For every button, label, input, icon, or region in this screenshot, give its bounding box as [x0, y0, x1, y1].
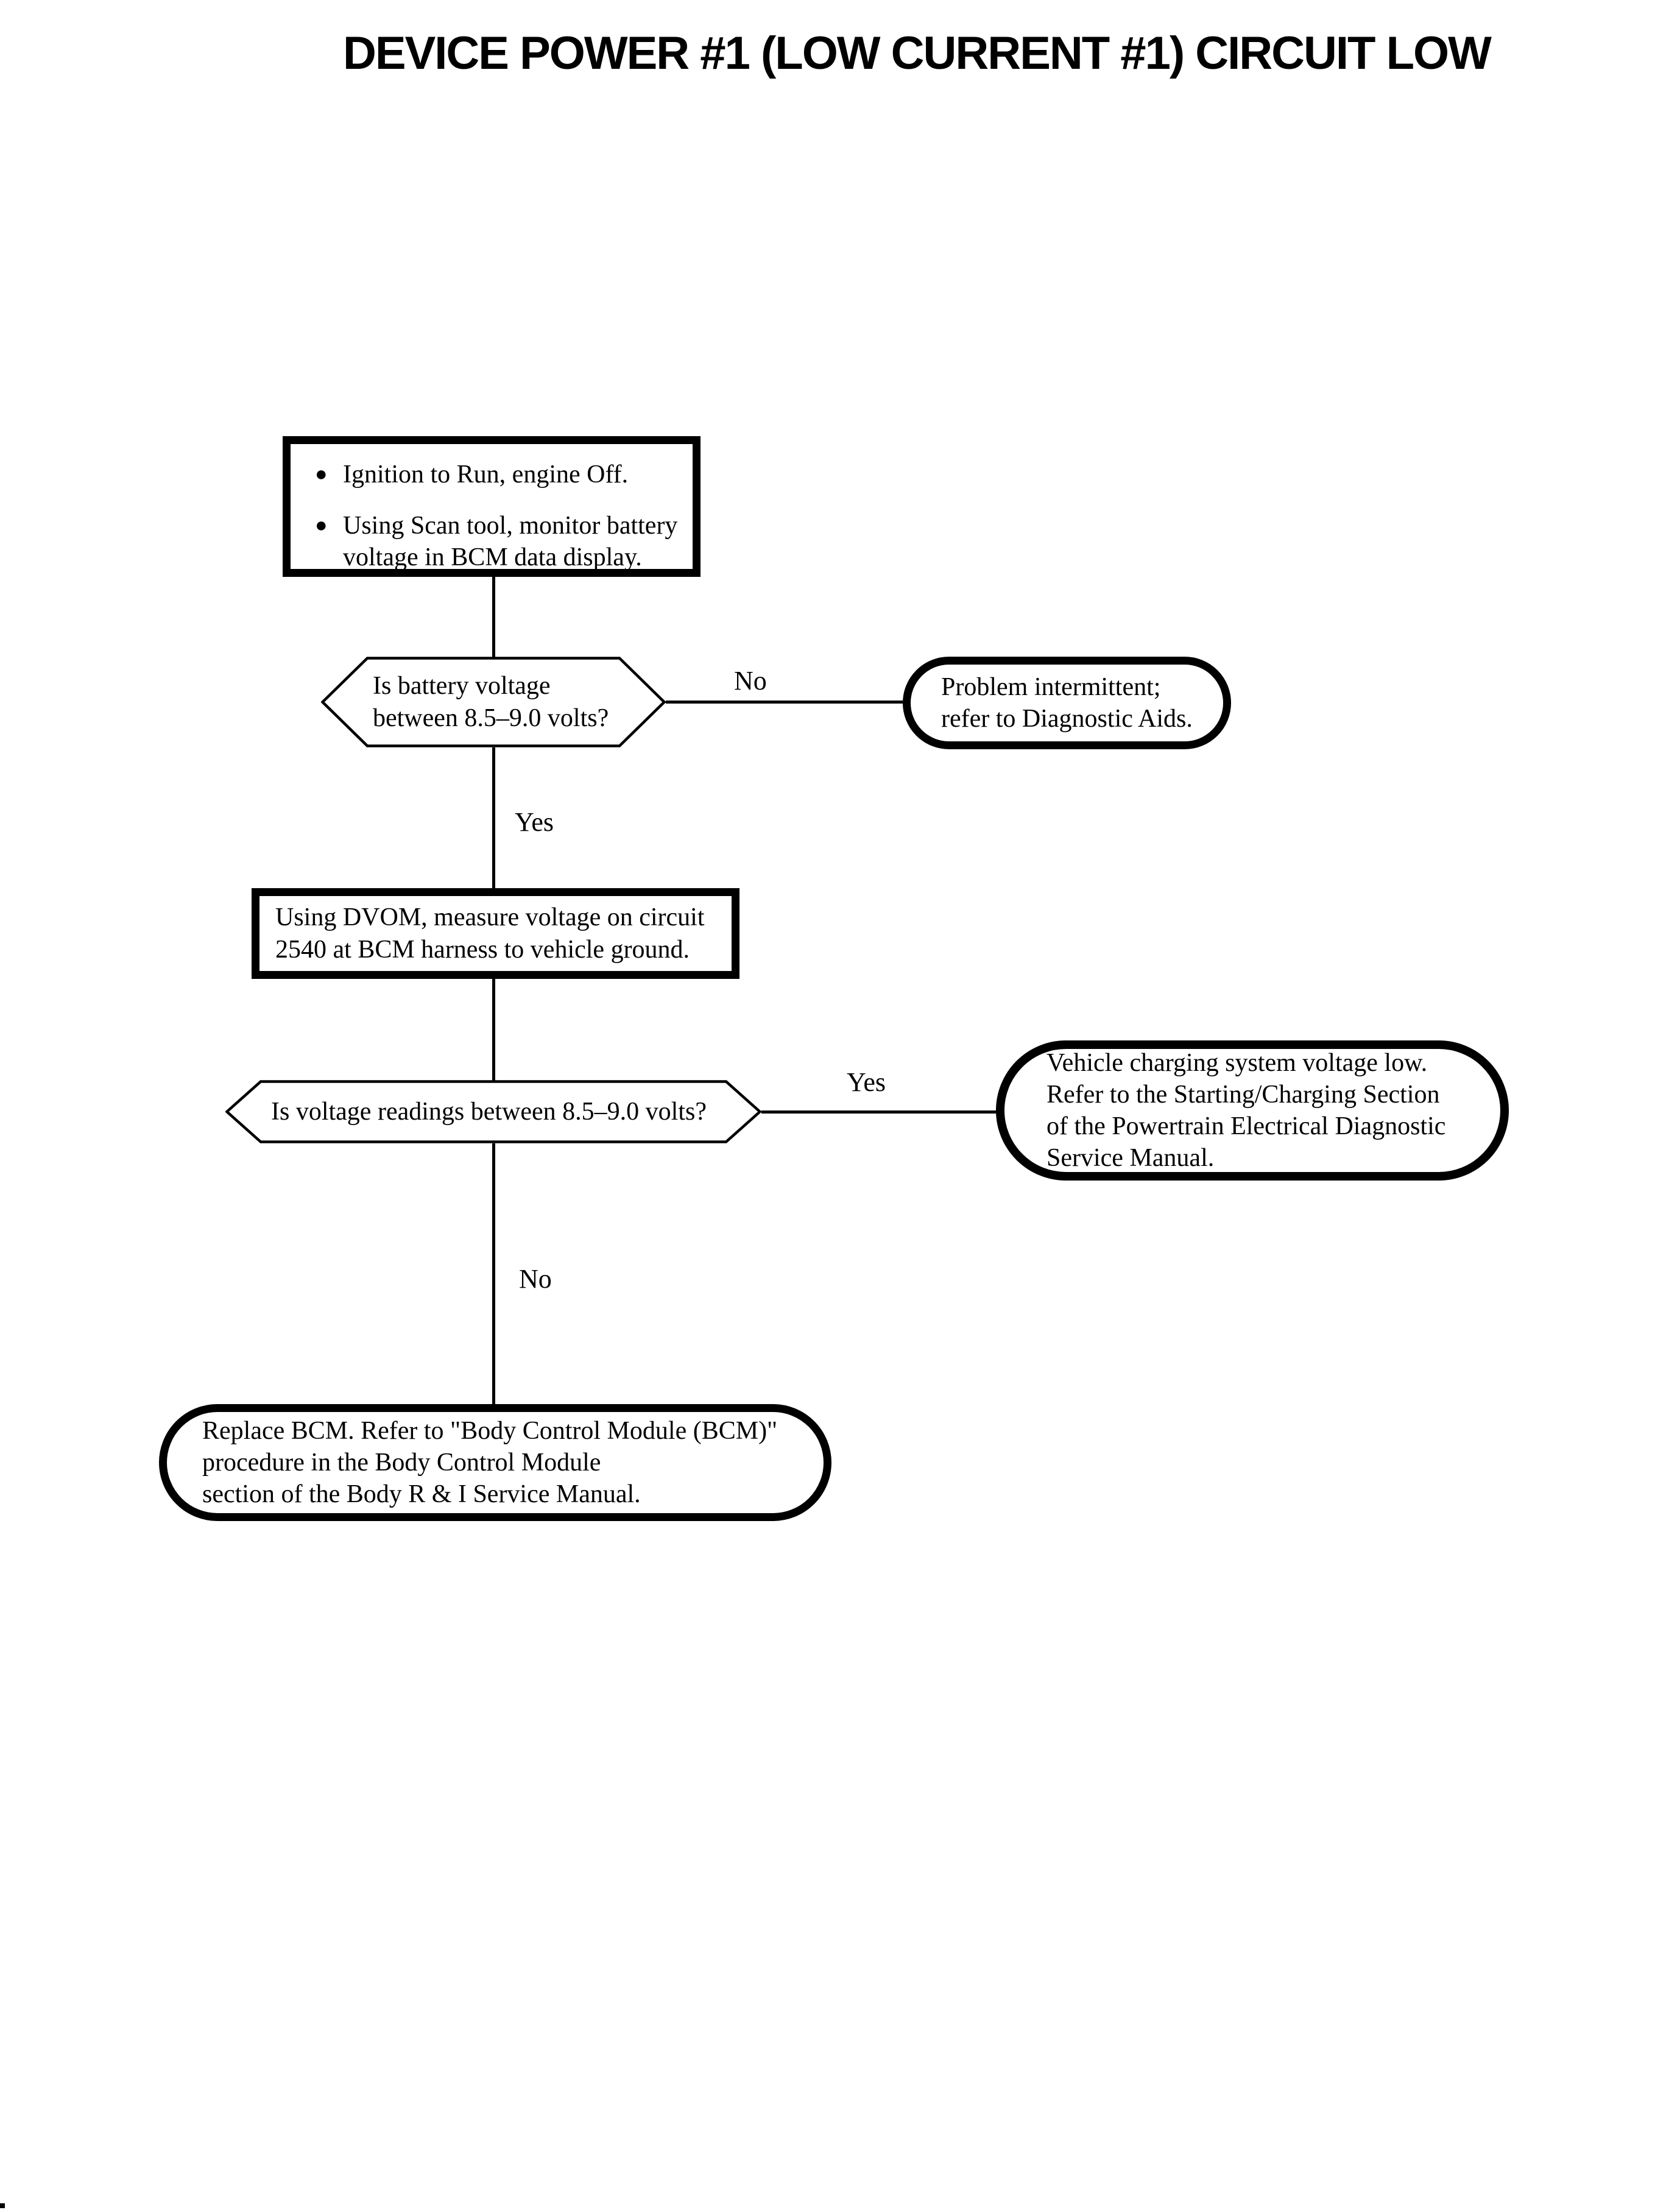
- edge-label-no-2: No: [519, 1264, 552, 1294]
- start-step-box: ● Ignition to Run, engine Off. ● Using S…: [283, 436, 701, 577]
- process-measure-voltage-text: Using DVOM, measure voltage on circuit 2…: [275, 903, 705, 964]
- connector-process-to-decision2: [492, 979, 495, 1081]
- bullet-icon: ●: [315, 514, 328, 537]
- decision-battery-voltage: Is battery voltage between 8.5–9.0 volts…: [321, 657, 666, 747]
- bullet-icon: ●: [315, 463, 328, 485]
- start-step-row2: ● Using Scan tool, monitor battery volta…: [315, 510, 684, 573]
- edge-label-yes-2: Yes: [847, 1067, 886, 1097]
- terminal-charging-system-low-text: Vehicle charging system voltage low. Ref…: [1046, 1048, 1446, 1173]
- terminal-replace-bcm: Replace BCM. Refer to "Body Control Modu…: [159, 1404, 831, 1521]
- start-step-row1: ● Ignition to Run, engine Off.: [315, 459, 684, 490]
- connector-decision2-yes: [761, 1110, 996, 1114]
- terminal-problem-intermittent-text: Problem intermittent; refer to Diagnosti…: [941, 673, 1193, 733]
- edge-label-no-1: No: [734, 666, 767, 696]
- connector-decision1-yes: [492, 747, 495, 888]
- page-title: DEVICE POWER #1 (LOW CURRENT #1) CIRCUIT…: [343, 27, 1492, 79]
- decision-voltage-readings: Is voltage readings between 8.5–9.0 volt…: [225, 1080, 761, 1143]
- process-measure-voltage: Using DVOM, measure voltage on circuit 2…: [252, 888, 739, 979]
- terminal-replace-bcm-text: Replace BCM. Refer to "Body Control Modu…: [202, 1416, 778, 1509]
- scan-artifact: [0, 2203, 5, 2208]
- connector-start-to-decision1: [492, 577, 495, 658]
- hexagon-shape: [321, 657, 666, 747]
- start-step-text1: Ignition to Run, engine Off.: [343, 461, 629, 489]
- terminal-problem-intermittent: Problem intermittent; refer to Diagnosti…: [903, 657, 1231, 749]
- decision-battery-voltage-text: Is battery voltage between 8.5–9.0 volts…: [373, 672, 609, 732]
- edge-label-yes-1: Yes: [515, 807, 554, 837]
- connector-decision2-no: [492, 1143, 495, 1404]
- terminal-charging-system-low: Vehicle charging system voltage low. Ref…: [996, 1040, 1509, 1181]
- start-step-text2: Using Scan tool, monitor battery voltage…: [343, 512, 678, 572]
- decision-voltage-readings-text: Is voltage readings between 8.5–9.0 volt…: [271, 1097, 707, 1126]
- connector-decision1-no: [666, 701, 903, 704]
- hexagon-shape: [225, 1080, 761, 1143]
